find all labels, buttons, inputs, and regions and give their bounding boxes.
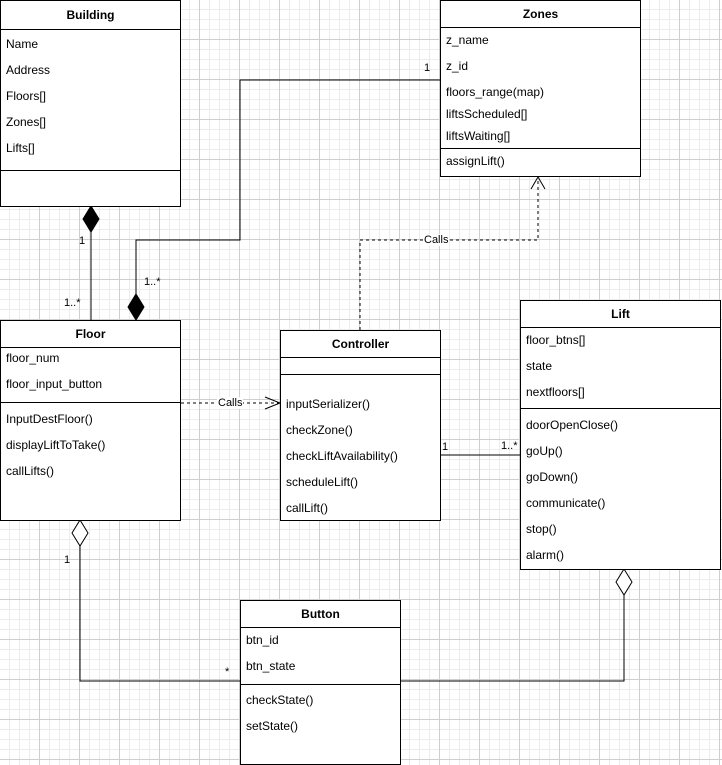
- edge-building-floor[interactable]: [82, 205, 100, 320]
- open-arrowhead: [530, 176, 546, 190]
- attribute: Name: [6, 37, 39, 51]
- method: checkZone(): [286, 423, 353, 437]
- method: communicate(): [526, 496, 606, 510]
- class-floor[interactable]: Floor floor_num floor_input_button Input…: [0, 320, 181, 521]
- method: callLift(): [286, 501, 329, 515]
- attribute: z_id: [446, 59, 469, 73]
- methods-section: assignLift(): [441, 149, 640, 176]
- method: callLifts(): [6, 464, 55, 478]
- multiplicity-label: 1..*: [64, 297, 81, 309]
- attribute: z_name: [446, 33, 489, 47]
- edge-lift-button[interactable]: [400, 568, 633, 682]
- class-title: Building: [1, 1, 180, 30]
- method: goDown(): [526, 470, 579, 484]
- attribute: floor_num: [6, 351, 60, 365]
- multiplicity-label: 1..*: [144, 276, 161, 288]
- methods-section: InputDestFloor() displayLiftToTake() cal…: [1, 403, 180, 520]
- attributes-section: Name Address Floors[] Zones[] Lifts[]: [1, 30, 180, 171]
- method: displayLiftToTake(): [6, 438, 106, 452]
- attributes-section: btn_id btn_state: [241, 628, 400, 685]
- attribute: Lifts[]: [6, 141, 35, 155]
- method: checkLiftAvailability(): [286, 449, 398, 463]
- attributes-section: floor_num floor_input_button: [1, 348, 180, 403]
- class-title: Lift: [521, 301, 720, 328]
- method: setState(): [246, 719, 299, 733]
- attributes-section: floor_btns[] state nextfloors[]: [521, 328, 720, 409]
- method: checkState(): [246, 693, 314, 707]
- methods-section: checkState() setState(): [241, 685, 400, 764]
- attribute: Zones[]: [6, 115, 47, 129]
- attributes-section: z_name z_id floors_range(map) liftsSched…: [441, 28, 640, 149]
- multiplicity-label: 1: [64, 554, 71, 566]
- method: goUp(): [526, 444, 563, 458]
- multiplicity-label: 1: [424, 62, 431, 74]
- edge-floor-button[interactable]: [71, 519, 240, 682]
- attribute: floors_range(map): [446, 85, 545, 99]
- method: stop(): [526, 522, 557, 536]
- class-title: Zones: [441, 1, 640, 28]
- method: assignLift(): [446, 154, 505, 168]
- method: InputDestFloor(): [6, 412, 93, 426]
- aggregation-diamond: [615, 568, 633, 596]
- class-lift[interactable]: Lift floor_btns[] state nextfloors[] doo…: [520, 300, 721, 570]
- class-title: Button: [241, 601, 400, 628]
- class-title: Controller: [281, 331, 440, 358]
- composition-diamond: [82, 205, 100, 233]
- multiplicity-label: 1: [442, 441, 449, 453]
- attribute: nextfloors[]: [526, 385, 585, 399]
- attribute: Floors[]: [6, 89, 47, 103]
- attribute: btn_state: [246, 659, 296, 673]
- methods-section: doorOpenClose() goUp() goDown() communic…: [521, 409, 720, 569]
- attribute: Address: [6, 63, 51, 77]
- composition-diamond: [127, 293, 145, 321]
- attribute: floor_input_button: [6, 377, 103, 391]
- aggregation-diamond: [71, 519, 89, 547]
- attributes-section: [281, 358, 440, 375]
- class-zones[interactable]: Zones z_name z_id floors_range(map) lift…: [440, 0, 641, 177]
- method: doorOpenClose(): [526, 418, 619, 432]
- edge-controller-zones[interactable]: [359, 176, 546, 330]
- multiplicity-label: 1..*: [501, 440, 518, 452]
- attribute: floor_btns[]: [526, 333, 586, 347]
- dependency-label: Calls: [423, 234, 450, 246]
- dependency-label: Calls: [217, 397, 244, 409]
- methods-section: [1, 171, 180, 206]
- method: scheduleLift(): [286, 475, 359, 489]
- class-building[interactable]: Building Name Address Floors[] Zones[] L…: [0, 0, 181, 207]
- class-title: Floor: [1, 321, 180, 348]
- method: inputSerializer(): [286, 397, 371, 411]
- method: alarm(): [526, 548, 564, 562]
- methods-section: inputSerializer() checkZone() checkLiftA…: [281, 375, 440, 520]
- class-button[interactable]: Button btn_id btn_state checkState() set…: [240, 600, 401, 765]
- multiplicity-label: *: [225, 666, 230, 678]
- attribute: btn_id: [246, 633, 279, 647]
- edge-floor-zones[interactable]: [127, 79, 440, 321]
- class-controller[interactable]: Controller inputSerializer() checkZone()…: [280, 330, 441, 521]
- attribute: state: [526, 359, 553, 373]
- multiplicity-label: 1: [79, 235, 86, 247]
- attribute: liftsWaiting[]: [446, 129, 511, 143]
- attribute: liftsScheduled[]: [446, 107, 528, 121]
